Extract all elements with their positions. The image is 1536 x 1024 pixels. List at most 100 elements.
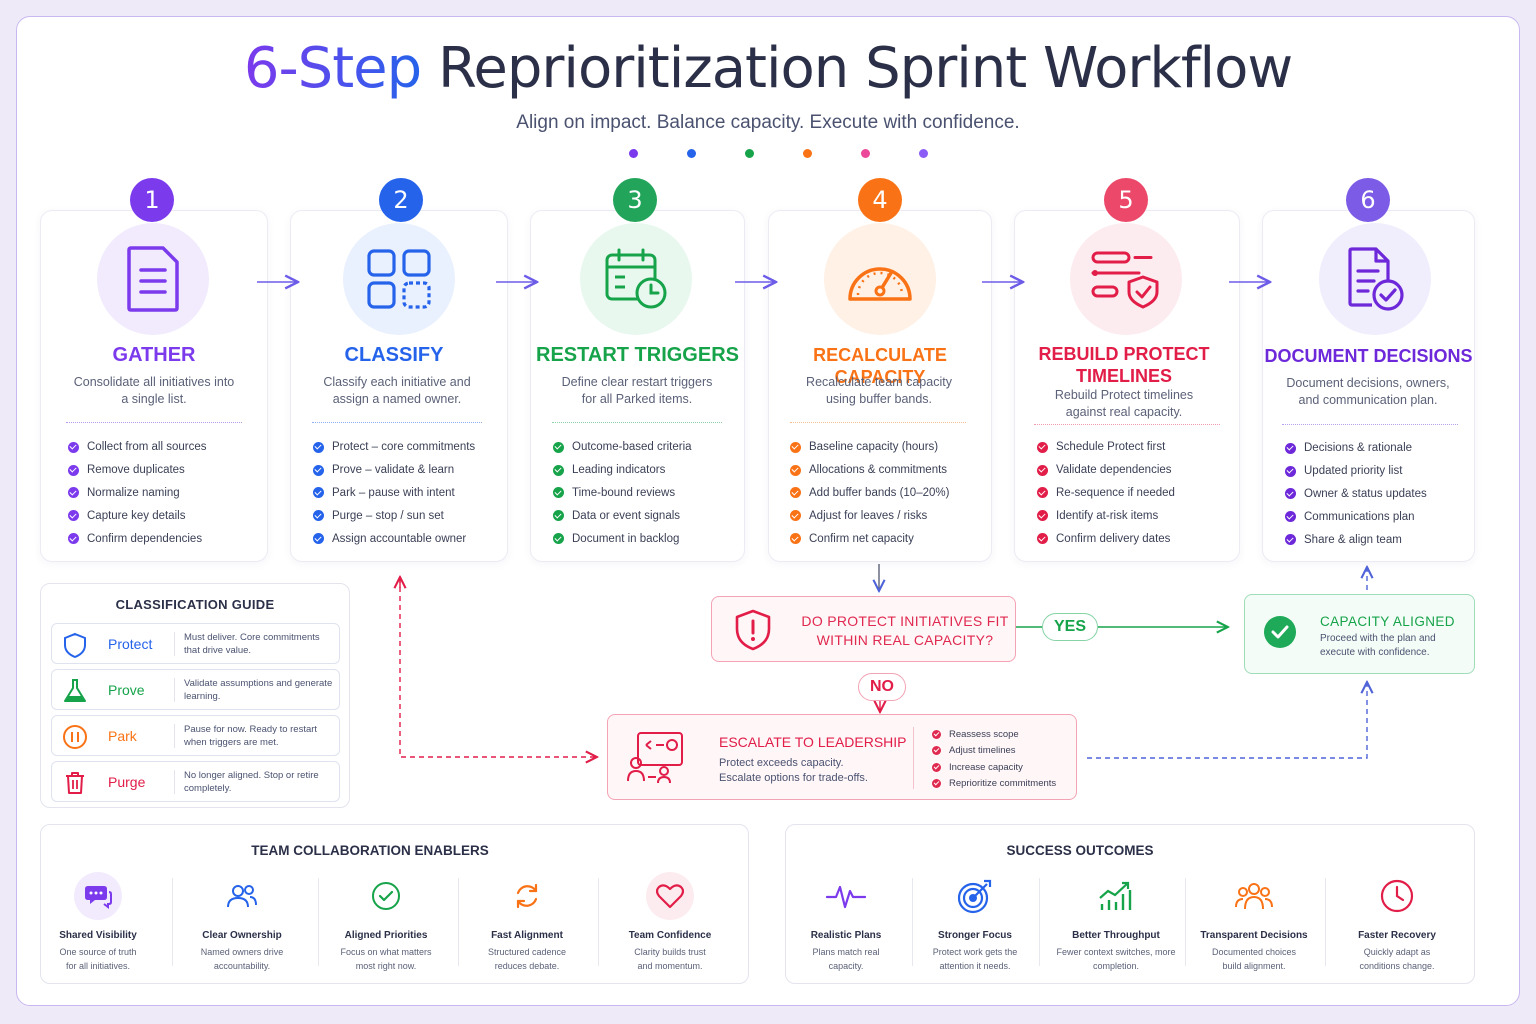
list-item: Baseline capacity (hours): [790, 436, 949, 459]
dot-blue: [687, 149, 696, 158]
guide-title: CLASSIFICATION GUIDE: [115, 597, 275, 612]
outcome-title: Transparent Decisions: [1200, 930, 1308, 941]
guide-row-prove: Prove Validate assumptions and generate …: [51, 669, 340, 710]
check-icon: [68, 464, 79, 476]
flask-icon: [64, 679, 86, 702]
outcome-desc: Plans match real capacity.: [812, 947, 880, 971]
guide-name: Purge: [108, 774, 146, 790]
check-icon: [553, 510, 564, 522]
shield-icon: [64, 632, 86, 658]
enablers-title: TEAM COLLABORATION ENABLERS: [251, 843, 489, 858]
feature-desc: Focus on what matters most right now.: [340, 947, 432, 971]
step-badge-1: 1: [130, 178, 174, 222]
step-badge-2: 2: [379, 178, 423, 222]
outcomes-title: SUCCESS OUTCOMES: [1006, 843, 1154, 858]
check-icon: [1037, 464, 1048, 476]
feature-title: Shared Visibility: [59, 930, 137, 941]
escalate-box: ESCALATE TO LEADERSHIP Protect exceeds c…: [607, 714, 1077, 800]
guide-desc: Validate assumptions and generate learni…: [184, 678, 333, 702]
divider: [913, 727, 914, 789]
guide-row-park: Park Pause for now. Ready to restart whe…: [51, 715, 340, 756]
check-icon: [932, 729, 941, 739]
divider: [174, 770, 175, 794]
divider: [598, 878, 599, 966]
check-icon: [1037, 441, 1048, 453]
check-icon: [313, 441, 324, 453]
checklist-restart-triggers: Outcome-based criteria Leading indicator…: [553, 436, 692, 550]
list-item: Adjust for leaves / risks: [790, 504, 949, 527]
gauge-icon: [824, 223, 936, 335]
list-item: Re-sequence if needed: [1037, 482, 1175, 505]
list-item: Document in backlog: [553, 527, 692, 550]
check-icon: [790, 464, 801, 476]
check-icon: [1037, 510, 1048, 522]
divider: [1039, 878, 1040, 966]
divider: [1282, 424, 1458, 425]
divider: [172, 878, 173, 966]
grid-icon: [343, 223, 455, 335]
step-title-gather: GATHER: [112, 344, 196, 366]
check-circle-icon: [362, 872, 410, 920]
check-icon: [68, 510, 79, 522]
check-icon: [1285, 465, 1296, 477]
divider: [312, 422, 482, 423]
feature-title: Fast Alignment: [491, 930, 563, 941]
step-desc-restart-triggers: Define clear restart triggers for all Pa…: [561, 375, 713, 406]
dot-purple: [629, 149, 638, 158]
heart-icon: [646, 872, 694, 920]
target-icon: [951, 872, 999, 920]
feature-desc: Structured cadence reduces debate.: [487, 947, 567, 971]
feature-clear-ownership: Clear Ownership Named owners drive accou…: [177, 872, 307, 973]
check-icon: [68, 487, 79, 499]
list-item: Reprioritize commitments: [932, 776, 1056, 793]
step-badge-6: 6: [1346, 178, 1390, 222]
aligned-loop-arrow: [1087, 682, 1367, 759]
list-item: Communications plan: [1285, 505, 1427, 528]
list-item: Leading indicators: [553, 459, 692, 482]
feature-title: Team Confidence: [628, 930, 712, 941]
divider: [912, 878, 913, 966]
step-badge-4: 4: [858, 178, 902, 222]
divider: [790, 422, 966, 423]
document-check-icon: [1319, 223, 1431, 335]
step-title-classify: CLASSIFY: [344, 344, 444, 366]
no-label: NO: [858, 673, 906, 701]
feature-team-confidence: Team Confidence Clarity builds trust and…: [605, 872, 735, 973]
escalate-desc: Protect exceeds capacity. Escalate optio…: [719, 757, 868, 784]
checklist-document-decisions: Decisions & rationale Updated priority l…: [1285, 437, 1427, 551]
color-dots: [0, 149, 1536, 159]
timeline-shield-icon: [1070, 223, 1182, 335]
check-icon: [1285, 442, 1296, 454]
guide-desc: No longer aligned. Stop or retire comple…: [184, 770, 319, 794]
escalate-options: Reassess scope Adjust timelines Increase…: [932, 726, 1056, 792]
decision-box: [711, 596, 1016, 662]
check-icon: [313, 464, 324, 476]
shield-alert-icon: [735, 609, 771, 651]
guide-name: Prove: [108, 682, 145, 698]
page-title: 6-Step Reprioritization Sprint Workflow: [243, 36, 1293, 101]
list-item: Owner & status updates: [1285, 483, 1427, 506]
outcome-desc: Protect work gets the attention it needs…: [932, 947, 1018, 971]
checklist-rebuild-protect-timelines: Schedule Protect first Validate dependen…: [1037, 436, 1175, 550]
feature-desc: Named owners drive accountability.: [200, 947, 284, 971]
pulse-icon: [822, 872, 870, 920]
dot-pink: [861, 149, 870, 158]
check-icon: [1037, 487, 1048, 499]
check-icon: [553, 464, 564, 476]
outcome-title: Faster Recovery: [1358, 930, 1436, 941]
divider: [174, 724, 175, 748]
group-icon: [1230, 872, 1278, 920]
list-item: Outcome-based criteria: [553, 436, 692, 459]
escalate-title: ESCALATE TO LEADERSHIP: [719, 734, 907, 750]
yes-label: YES: [1042, 613, 1098, 641]
feature-aligned-priorities: Aligned Priorities Focus on what matters…: [321, 872, 451, 973]
list-item: Allocations & commitments: [790, 459, 949, 482]
divider: [66, 422, 242, 423]
check-circle-icon: [1264, 616, 1296, 648]
feature-shared-visibility: Shared Visibility One source of truth fo…: [33, 872, 163, 973]
decision-question: DO PROTECT INITIATIVES FIT WITHIN REAL C…: [801, 613, 1009, 648]
checklist-gather: Collect from all sources Remove duplicat…: [68, 436, 207, 550]
step-title-recalculate-capacity: RECALCULATE CAPACITY: [813, 345, 947, 387]
feature-desc: Clarity builds trust and momentum.: [634, 947, 706, 971]
step-desc-recalculate-capacity: Recalculate team capacity using buffer b…: [806, 375, 952, 406]
